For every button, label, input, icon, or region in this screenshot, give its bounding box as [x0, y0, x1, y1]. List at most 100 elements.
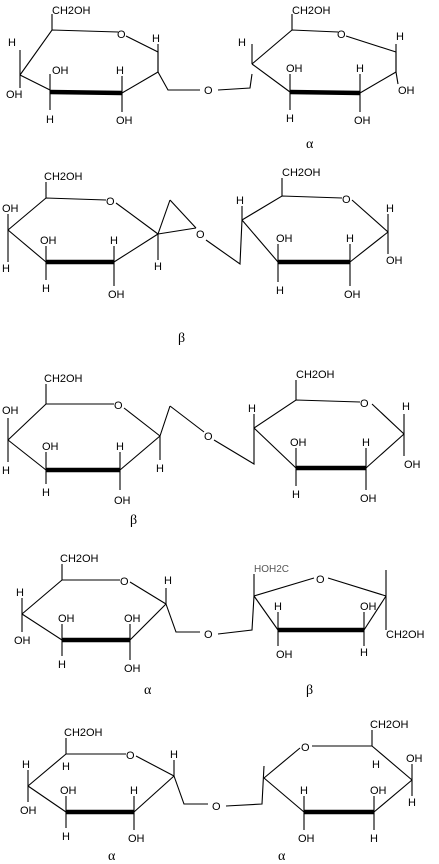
s2-h-c2-left: H [110, 235, 118, 247]
s2-oh-c1-right: OH [386, 255, 403, 267]
s4-h-c1-left: H [164, 575, 172, 587]
s1-h-c3-right: H [286, 113, 294, 125]
s5-h-c5-left: H [62, 761, 70, 773]
s1-ring-o-right: O [337, 29, 346, 41]
s3-oh-c3-left: OH [42, 441, 59, 453]
s5-h-c1-right: H [408, 797, 416, 809]
structure-3: CH2OH OH H OH H H OH O H O CH2OH H OH H … [2, 369, 421, 528]
s2-ring-o-left: O [106, 196, 115, 208]
s3-h-c4-right: H [248, 403, 256, 415]
s2-bridge-o: O [196, 229, 205, 241]
s1-h-c2-left: H [116, 65, 124, 77]
s1-oh-c2-right: OH [354, 115, 371, 127]
s5-bridge-o: O [212, 801, 221, 813]
s5-oh-c2-right: OH [370, 785, 387, 797]
s1-h-c1-right: H [396, 31, 404, 43]
s2-ring-o-right: O [342, 194, 351, 206]
s1-h-c1-left: H [152, 33, 160, 45]
s1-oh-c3-right: OH [286, 63, 303, 75]
s2-oh-c2-left: OH [108, 289, 125, 301]
s3-ch2oh-right: CH2OH [296, 369, 335, 381]
s4-anomer-label-left: α [144, 683, 152, 698]
structure-1-linkage [157, 71, 253, 91]
structure-5-ring-left [27, 738, 175, 830]
s3-ch2oh-left: CH2OH [44, 373, 83, 385]
s5-h-c4-left: H [22, 759, 30, 771]
s5-h-c2-left: H [130, 785, 138, 797]
structure-2-linkage [157, 199, 243, 266]
s5-oh-c3-left: OH [60, 785, 77, 797]
s2-h-c3-right: H [276, 285, 284, 297]
s3-oh-c3-right: OH [290, 437, 307, 449]
structure-5: CH2OH H OH H OH H H OH O H O O CH2OH H H… [20, 719, 423, 864]
s2-oh-c3-right: OH [276, 233, 293, 245]
structure-2-ring-right [241, 178, 389, 286]
s1-anomer-label: α [306, 137, 314, 152]
s2-h-c3-left: H [42, 283, 50, 295]
s3-anomer-label: β [130, 513, 137, 528]
structure-1-ring-right [251, 14, 399, 112]
s2-oh-c4-left: OH [2, 203, 19, 215]
s5-ch2oh-right: CH2OH [370, 719, 409, 731]
s5-h-c5-right: H [372, 759, 380, 771]
s1-h-c3-left: H [46, 114, 54, 126]
structure-3-linkage [159, 405, 255, 465]
s4-oh-c4-right: OH [360, 601, 377, 613]
s3-h-c2-left: H [116, 441, 124, 453]
s5-oh-c2-left: OH [128, 833, 145, 845]
s3-h-c3-right: H [292, 489, 300, 501]
s5-oh-c3-right: OH [298, 833, 315, 845]
s5-h-c4-right: H [300, 785, 308, 797]
s4-h-c3-right: H [274, 601, 282, 613]
s5-h-c1-left: H [170, 749, 178, 761]
s2-h-c1-right: H [386, 203, 394, 215]
structure-2-ring-left [7, 182, 159, 286]
s4-oh-c2b-left: OH [124, 663, 141, 675]
s4-oh-c2-left: OH [124, 613, 141, 625]
s3-ring-o-left: O [114, 400, 123, 412]
s2-h-c4-right: H [236, 195, 244, 207]
s4-oh-c4-left: OH [14, 635, 31, 647]
s4-oh-c3-left: OH [58, 613, 75, 625]
s3-oh-c2-right: OH [360, 493, 377, 505]
s3-h-c2-right: H [362, 437, 370, 449]
s3-oh-c1-right: OH [404, 459, 421, 471]
structure-5-ring-right [263, 730, 413, 830]
structure-1-ring-left [19, 14, 159, 112]
s2-h-c4-left: H [2, 263, 10, 275]
s4-ch2oh-c2-right: CH2OH [386, 629, 425, 641]
structure-4-ring-right [253, 570, 387, 646]
s3-h-c1-right: H [402, 401, 410, 413]
s5-h-c2-right: H [370, 833, 378, 845]
s3-h-c1-left: H [156, 463, 164, 475]
s2-ch2oh-right: CH2OH [282, 167, 321, 179]
s3-ring-o-right: O [360, 398, 369, 410]
s5-h-c3-left: H [62, 831, 70, 843]
s1-oh-c1-right: OH [398, 85, 415, 97]
s2-anomer-label: β [178, 331, 185, 346]
s4-h-c3-left: H [58, 659, 66, 671]
s3-oh-c4-left: OH [2, 405, 19, 417]
s4-hoh2c-right: HOH2C [254, 564, 289, 575]
s5-anomer-label-right: α [278, 849, 286, 864]
structure-1: CH2OH H OH OH H H OH H O O CH2OH H OH H … [6, 5, 415, 152]
structure-3-ring-left [7, 384, 161, 490]
s2-oh-c3-left: OH [40, 235, 57, 247]
structure-4: CH2OH H OH OH H OH OH O H O HOH2C O H OH… [14, 553, 425, 698]
s2-ch2oh-left: CH2OH [44, 171, 83, 183]
structure-3-ring-right [253, 380, 405, 490]
s1-h-c4-left: H [8, 37, 16, 49]
s1-bridge-o: O [204, 85, 213, 97]
s5-oh-c4-left: OH [20, 805, 37, 817]
s3-h-c4-left: H [2, 465, 10, 477]
s1-ch2oh-left: CH2OH [52, 5, 91, 17]
s4-h-c4-right: H [360, 647, 368, 659]
s1-h-c4-right: H [238, 37, 246, 49]
s4-bridge-o: O [204, 629, 213, 641]
s2-h-c1-left: H [154, 261, 162, 273]
s5-ring-o-right: O [301, 742, 310, 754]
s1-ring-o-left: O [117, 29, 126, 41]
s4-anomer-label-right: β [306, 683, 313, 698]
s5-anomer-label-left: α [108, 849, 116, 864]
s1-h-c2-right: H [356, 63, 364, 75]
